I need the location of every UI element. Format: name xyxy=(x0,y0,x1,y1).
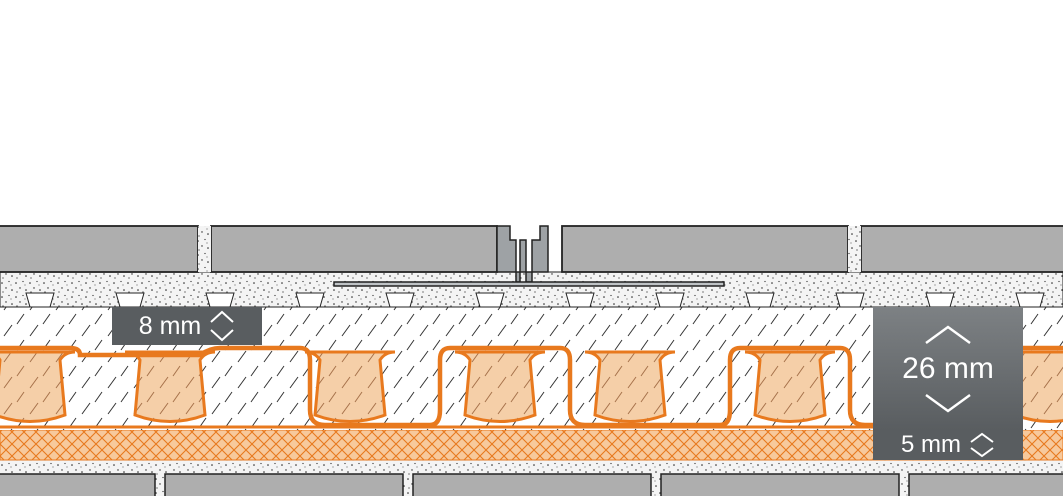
tile xyxy=(210,225,498,273)
dimension-label: 5 mm xyxy=(901,431,961,458)
membrane-stud xyxy=(454,350,546,423)
brick xyxy=(164,473,404,501)
adhesive-ridge xyxy=(295,292,325,308)
chevron-down-icon xyxy=(924,392,972,414)
grout-joint xyxy=(848,226,861,272)
brick xyxy=(660,473,900,501)
adhesive-ridge xyxy=(565,292,595,308)
membrane-studs xyxy=(0,350,1063,423)
adhesive-ridge xyxy=(385,292,415,308)
membrane-stud xyxy=(584,350,676,423)
brick xyxy=(412,473,652,501)
membrane-stud xyxy=(0,350,76,423)
dimension-badge-26mm: 26 mm xyxy=(873,307,1023,430)
adhesive-ridge xyxy=(835,292,865,308)
chevron-up-icon xyxy=(924,324,972,346)
adhesive-ridge xyxy=(745,292,775,308)
dimension-badge-8mm: 8 mm xyxy=(112,307,262,345)
membrane-stud xyxy=(124,350,216,423)
adhesive-ridge xyxy=(925,292,955,308)
adhesive-ridge xyxy=(115,292,145,308)
tiles xyxy=(0,225,1063,273)
adhesive-ridge xyxy=(475,292,505,308)
adhesive-ridge xyxy=(205,292,235,308)
tile xyxy=(860,225,1063,273)
adhesive-ridges xyxy=(25,292,1045,308)
membrane-stud xyxy=(744,350,836,423)
dimension-label: 8 mm xyxy=(138,311,202,340)
adhesive-ridge xyxy=(25,292,55,308)
chevron-up-down-icon xyxy=(969,431,995,459)
grout-joint xyxy=(198,226,211,272)
chevron-up-down-icon xyxy=(209,309,235,343)
brick xyxy=(908,473,1063,501)
dimension-label: 26 mm xyxy=(902,351,994,385)
tile xyxy=(0,225,199,273)
membrane-stud xyxy=(304,350,396,423)
brick xyxy=(0,473,156,501)
tile xyxy=(561,225,849,273)
uncoupling-membrane xyxy=(0,345,1063,428)
dimension-badge-5mm: 5 mm xyxy=(873,430,1023,460)
adhesive-ridge xyxy=(655,292,685,308)
adhesive-ridge xyxy=(1015,292,1045,308)
movement-joint-profile xyxy=(333,225,725,287)
